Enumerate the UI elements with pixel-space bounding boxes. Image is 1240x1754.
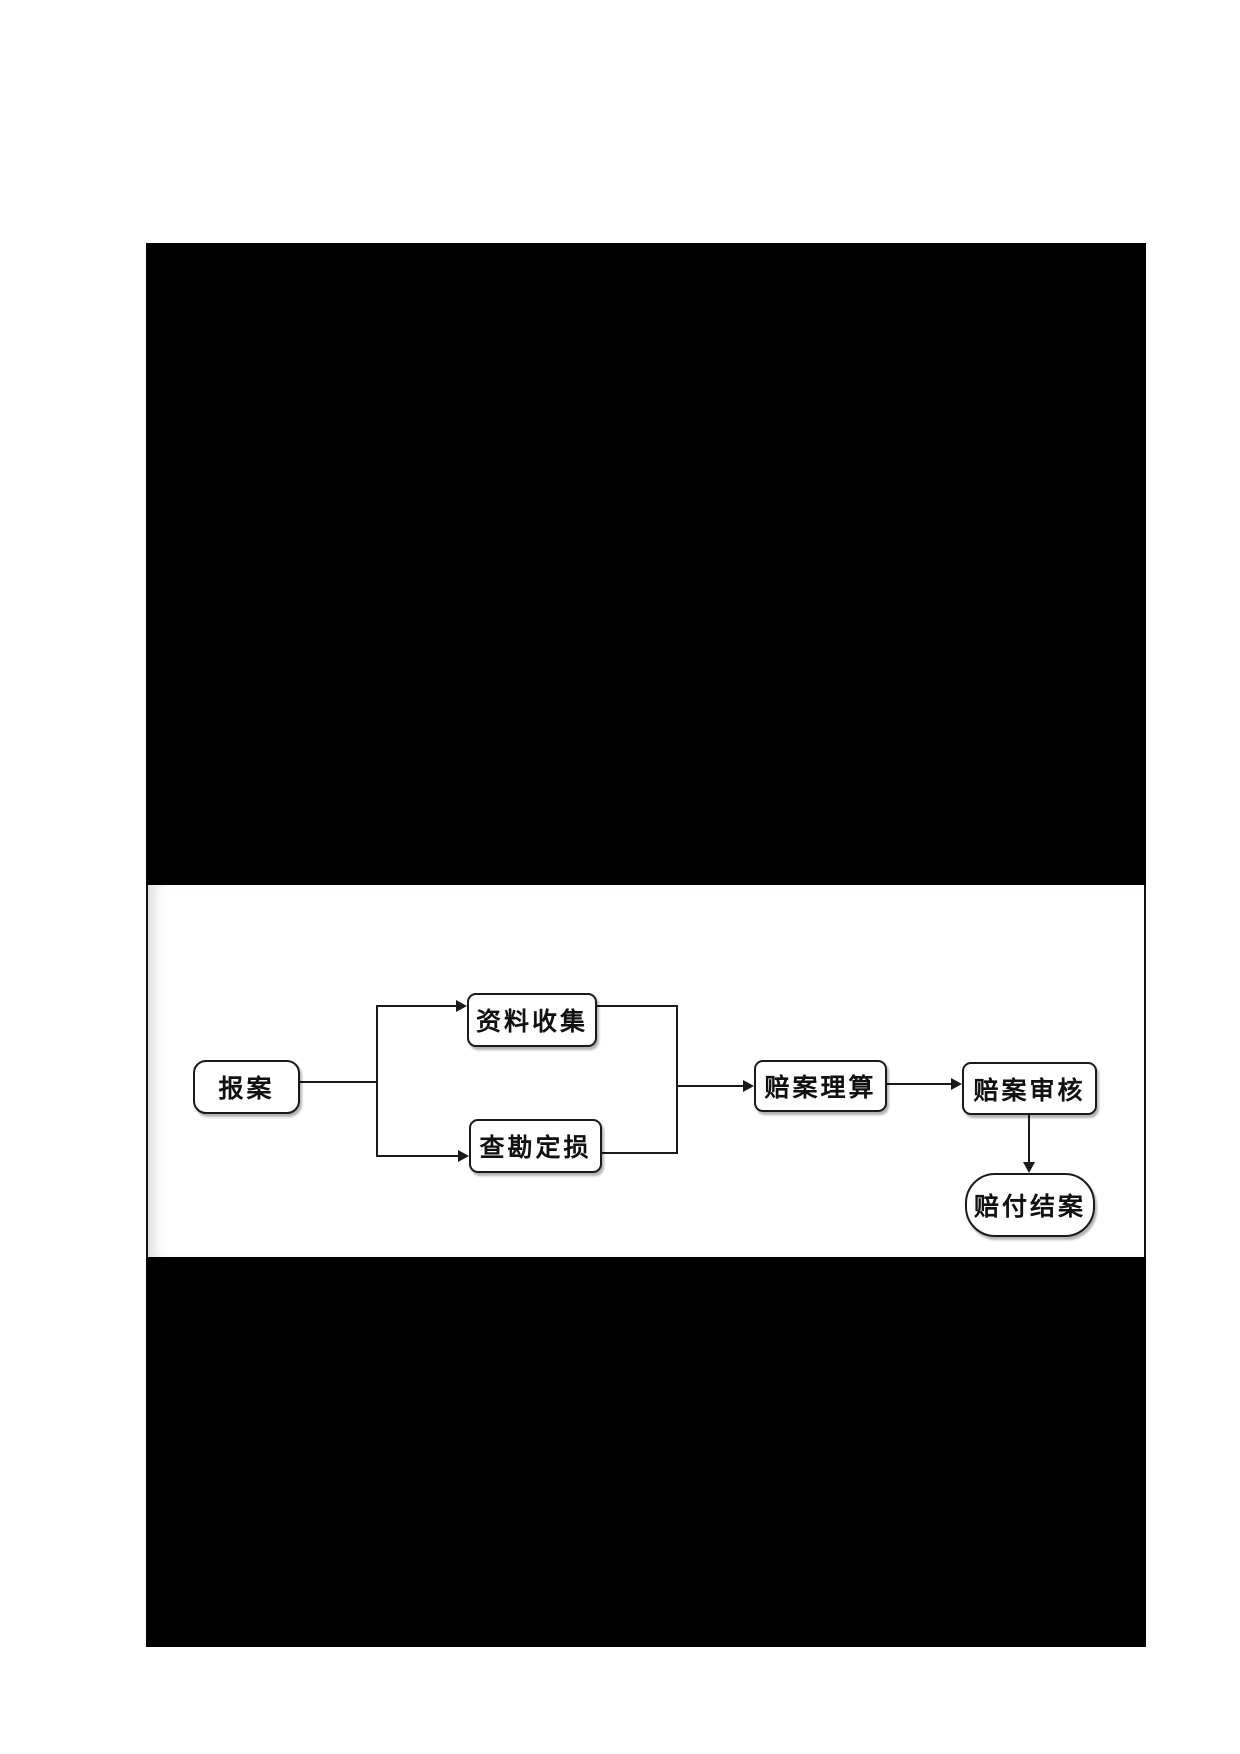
arrowhead-into-data-collection bbox=[456, 1000, 467, 1012]
connector-report-to-branch bbox=[300, 1081, 377, 1083]
connector-review-to-closure bbox=[1028, 1115, 1030, 1163]
redacted-block-top bbox=[146, 243, 1146, 885]
arrowhead-into-closure bbox=[1023, 1162, 1035, 1173]
connector-adjustment-to-review bbox=[887, 1083, 953, 1085]
node-survey-loss-assessment: 查勘定损 bbox=[469, 1119, 602, 1173]
connector-data-collection-to-merge bbox=[597, 1005, 678, 1007]
connector-survey-to-merge bbox=[602, 1152, 678, 1154]
arrowhead-into-survey bbox=[458, 1150, 469, 1162]
content-column: 报案 资料收集 查勘定损 赔案理算 赔案审核 赔付结案 bbox=[146, 0, 1146, 1754]
connector-branch-to-survey bbox=[376, 1155, 461, 1157]
connector-branch-to-data-collection bbox=[376, 1005, 460, 1007]
node-report-case: 报案 bbox=[193, 1060, 300, 1114]
node-data-collection: 资料收集 bbox=[467, 993, 597, 1047]
connector-merge-to-adjustment bbox=[676, 1085, 746, 1087]
node-claim-review: 赔案审核 bbox=[962, 1062, 1097, 1115]
flowchart-figure-panel: 报案 资料收集 查勘定损 赔案理算 赔案审核 赔付结案 bbox=[146, 885, 1146, 1257]
node-settlement-closure: 赔付结案 bbox=[965, 1173, 1095, 1237]
redacted-block-bottom bbox=[146, 1257, 1146, 1647]
arrowhead-into-review bbox=[951, 1078, 962, 1090]
arrowhead-into-adjustment bbox=[743, 1080, 754, 1092]
node-claim-adjustment: 赔案理算 bbox=[754, 1060, 887, 1112]
connector-branch-vertical bbox=[376, 1006, 378, 1157]
connector-merge-vertical bbox=[676, 1005, 678, 1154]
